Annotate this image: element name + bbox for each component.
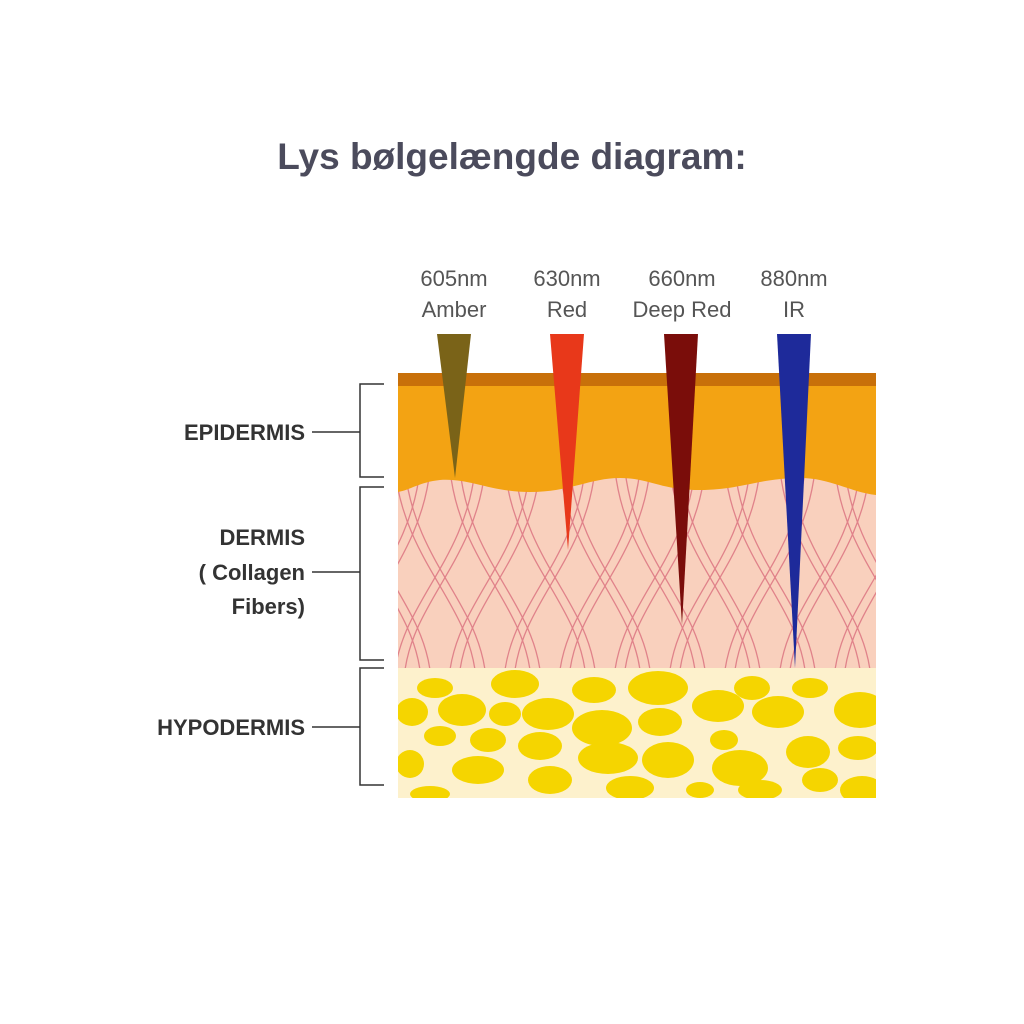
fat-cell bbox=[712, 750, 768, 786]
layer-label: DERMIS bbox=[219, 525, 305, 550]
wavelength-nm: 880nm bbox=[760, 266, 827, 291]
fat-cell bbox=[738, 780, 782, 798]
fat-cell bbox=[489, 702, 521, 726]
skin-surface bbox=[398, 373, 876, 386]
light-beam-ir bbox=[777, 334, 811, 668]
fat-cell bbox=[734, 676, 770, 700]
fat-cell bbox=[518, 732, 562, 760]
fat-cell bbox=[638, 708, 682, 736]
fat-cell bbox=[752, 696, 804, 728]
fat-cell bbox=[470, 728, 506, 752]
fat-cell bbox=[572, 677, 616, 703]
fat-cell bbox=[834, 692, 876, 728]
diagram-title: Lys bølgelængde diagram: bbox=[277, 136, 747, 177]
fat-cell bbox=[491, 670, 539, 698]
layer-label: Fibers) bbox=[232, 594, 305, 619]
fat-cell bbox=[438, 694, 486, 726]
fat-cell bbox=[410, 786, 450, 798]
fat-cell bbox=[802, 768, 838, 792]
fat-cell bbox=[606, 776, 654, 798]
light-beam-amber bbox=[437, 334, 471, 478]
fat-cell bbox=[452, 756, 504, 784]
fat-cell bbox=[398, 698, 428, 726]
fat-cell bbox=[522, 698, 574, 730]
layer-label: ( Collagen bbox=[199, 560, 305, 585]
fat-cell bbox=[528, 766, 572, 794]
fat-cell bbox=[840, 776, 876, 798]
layer-label: HYPODERMIS bbox=[157, 715, 305, 740]
layer-label: EPIDERMIS bbox=[184, 420, 305, 445]
wavelength-name: Amber bbox=[422, 297, 487, 322]
fat-cell bbox=[424, 726, 456, 746]
wavelength-name: Red bbox=[547, 297, 587, 322]
fat-cell bbox=[786, 736, 830, 768]
fat-cells bbox=[398, 670, 876, 798]
fat-cell bbox=[710, 730, 738, 750]
light-beam-red bbox=[550, 334, 584, 550]
light-beam-deep-red bbox=[664, 334, 698, 625]
epidermis-layer bbox=[398, 373, 876, 495]
wavelength-name: Deep Red bbox=[632, 297, 731, 322]
fat-cell bbox=[417, 678, 453, 698]
wavelength-nm: 630nm bbox=[533, 266, 600, 291]
fat-cell bbox=[642, 742, 694, 778]
fat-cell bbox=[398, 750, 424, 778]
collagen-fibers bbox=[398, 470, 876, 668]
fat-cell bbox=[692, 690, 744, 722]
fat-cell bbox=[578, 742, 638, 774]
wavelength-nm: 605nm bbox=[420, 266, 487, 291]
wavelength-name: IR bbox=[783, 297, 805, 322]
wavelength-nm: 660nm bbox=[648, 266, 715, 291]
layer-brackets bbox=[312, 383, 384, 786]
fat-cell bbox=[792, 678, 828, 698]
fat-cell bbox=[572, 710, 632, 746]
fat-cell bbox=[628, 671, 688, 705]
fat-cell bbox=[838, 736, 876, 760]
fat-cell bbox=[686, 782, 714, 798]
